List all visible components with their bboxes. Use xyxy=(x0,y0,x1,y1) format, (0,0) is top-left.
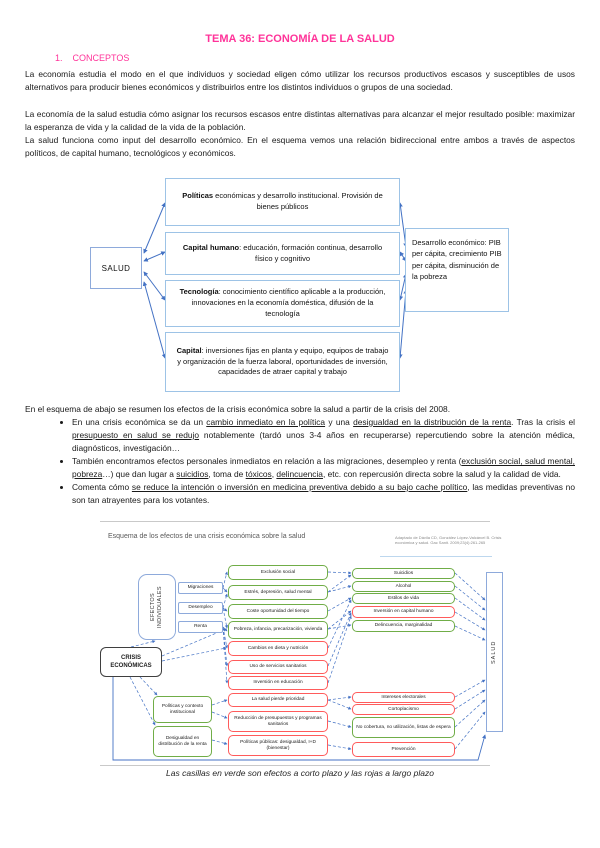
uso-servicios-box: Uso de servicios sanitarios xyxy=(228,660,328,674)
tecnologia-box: Tecnología: conocimiento científico apli… xyxy=(165,280,400,327)
crisis-economicas-box: CRISIS ECONÓMICAS xyxy=(100,647,162,677)
page-title: TEMA 36: ECONOMÍA DE LA SALUD xyxy=(205,33,395,45)
paragraph-economia: La economía estudia el modo en el que in… xyxy=(25,69,575,92)
exclusion-social-box: Exclusión social xyxy=(228,565,328,580)
capital-box: Capital: inversiones fijas en planta y e… xyxy=(165,332,400,392)
politicas-publicas-box: Políticas públicas: desigualdad, I+D (bi… xyxy=(228,735,328,756)
inversion-educacion-box: Inversión en educación xyxy=(228,676,328,690)
desigualdad-renta-box: Desigualdad en distribución de la renta xyxy=(153,726,212,757)
salud-prioridad-box: La salud pierde prioridad xyxy=(228,693,328,707)
paragraph-economia-salud: La economía de la salud estudia cómo asi… xyxy=(25,109,575,132)
paragraph-esquema-intro: En el esquema de abajo se resumen los ef… xyxy=(25,404,451,414)
section-heading: 1. CONCEPTOS xyxy=(55,53,129,63)
suicidios-box: Suicidios xyxy=(352,568,455,579)
delincuencia-box: Delincuencia, marginalidad xyxy=(352,620,455,632)
desarrollo-economico-box: Desarrollo económico: PIB per cápita, cr… xyxy=(405,228,509,312)
politicas-contexto-box: Políticas y contexto institucional xyxy=(153,696,212,723)
politicas-box: Políticas económicas y desarrollo instit… xyxy=(165,178,400,226)
bullet-crisis-politica: En una crisis económica se da un cambio … xyxy=(72,416,575,455)
figure-title: Esquema de los efectos de una crisis eco… xyxy=(108,533,306,540)
intereses-electorales-box: Intereses electorales xyxy=(352,692,455,703)
reduccion-presupuestos-box: Reducción de presupuestos y programas sa… xyxy=(228,711,328,732)
paragraph-salud-input: La salud funciona como input del desarro… xyxy=(25,135,575,158)
section-label: CONCEPTOS xyxy=(72,53,130,63)
inversion-capital-humano-box: Inversión en capital humano xyxy=(352,606,455,618)
crisis-bullet-list: En una crisis económica se da un cambio … xyxy=(25,416,575,507)
figure-caption: Las casillas en verde son efectos a cort… xyxy=(166,768,434,778)
figure-top-border xyxy=(100,521,490,522)
efectos-individuales-box: EFECTOS INDIVIDUALES xyxy=(138,574,176,640)
cambios-dieta-box: Cambios en dieta y nutrición xyxy=(228,641,328,656)
figure-bottom-border xyxy=(100,765,490,766)
salud-box: SALUD xyxy=(90,247,142,289)
no-cobertura-box: No cobertura, no utilización, listas de … xyxy=(352,717,455,738)
bullet-efectos-personales: También encontramos efectos personales i… xyxy=(72,455,575,481)
desempleo-box: Desempleo xyxy=(178,602,223,614)
pobreza-infancia-box: Pobreza, infancia, precarización, vivien… xyxy=(228,621,328,639)
migraciones-box: Migraciones xyxy=(178,582,223,594)
figure-accent-line xyxy=(380,556,492,557)
estilos-vida-box: Estilos de vida xyxy=(352,593,455,604)
estres-depresion-box: Estrés, depresión, salud mental xyxy=(228,585,328,600)
salud-vertical-box: SALUD xyxy=(486,572,503,732)
capital-humano-box: Capital humano: educación, formación con… xyxy=(165,232,400,275)
prevencion-box: Prevención xyxy=(352,742,455,757)
cortoplacismo-box: Cortoplacismo xyxy=(352,704,455,715)
renta-box: Renta xyxy=(178,621,223,633)
section-number: 1. xyxy=(55,53,63,63)
coste-oportunidad-box: Coste oportunidad del tiempo xyxy=(228,604,328,619)
alcohol-box: Alcohol xyxy=(352,581,455,592)
figure-source-citation: Adaptado de Dávila CD, González López-Va… xyxy=(395,535,502,545)
bullet-medicina-preventiva: Comenta cómo se reduce la intención o in… xyxy=(72,481,575,507)
